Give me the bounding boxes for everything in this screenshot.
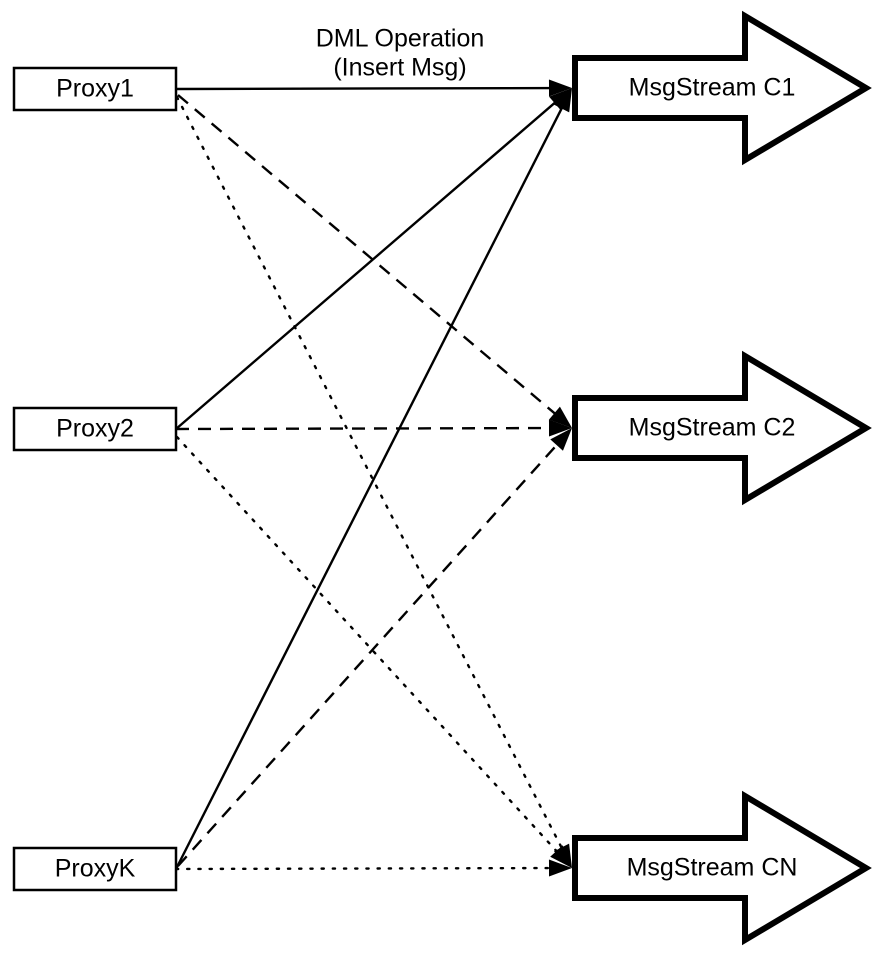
edge-proxy1-to-c2 xyxy=(177,94,560,418)
msgstream-node-stream_c1[interactable]: MsgStream C1 xyxy=(572,10,872,166)
edge-proxyk-to-cn xyxy=(174,866,557,871)
proxy-node-proxy1[interactable]: Proxy1 xyxy=(12,66,178,112)
proxy-label-proxy1: Proxy1 xyxy=(56,75,134,103)
msgstream-arrow-shape-stream_c2[interactable] xyxy=(572,350,872,506)
msgstream-label-stream_cn: MsgStream CN xyxy=(627,854,798,882)
edge-proxyk-to-c2 xyxy=(177,439,562,867)
edge-line-proxyk-to-cn xyxy=(174,866,557,871)
msgstream-arrow-shape-stream_cn[interactable] xyxy=(572,790,872,946)
caption-line-1: DML Operation xyxy=(316,25,485,53)
edges-layer xyxy=(174,86,566,871)
edge-line-proxy2-to-cn xyxy=(175,435,562,857)
edge-arrowhead-proxyk-to-cn xyxy=(548,859,572,877)
edge-line-proxy1-to-c2 xyxy=(177,94,560,418)
msgstream-nodes-layer: MsgStream C1 MsgStream C2 MsgStream CN xyxy=(572,10,872,946)
proxy-label-proxy2: Proxy2 xyxy=(56,415,134,443)
edge-arrowhead-proxy1-to-c1 xyxy=(548,79,572,97)
edge-line-proxy2-to-c2 xyxy=(175,426,556,431)
caption-line-2: (Insert Msg) xyxy=(333,54,466,82)
edge-arrowhead-proxy2-to-cn xyxy=(550,845,572,868)
proxy-node-proxy2[interactable]: Proxy2 xyxy=(12,406,178,452)
edge-proxyk-to-c1 xyxy=(174,102,566,870)
msgstream-node-stream_cn[interactable]: MsgStream CN xyxy=(572,790,872,946)
edge-line-proxy2-to-c1 xyxy=(175,98,560,430)
edge-proxy2-to-cn xyxy=(175,435,562,857)
msgstream-label-stream_c1: MsgStream C1 xyxy=(629,74,796,102)
dml-operation-caption: DML Operation (Insert Msg) xyxy=(316,25,485,82)
edge-proxy2-to-c2 xyxy=(175,426,556,431)
edge-line-proxyk-to-c1 xyxy=(174,102,566,870)
edge-proxy1-to-cn xyxy=(175,95,566,855)
edge-line-proxy1-to-c1 xyxy=(175,86,556,91)
edge-arrowhead-proxyk-to-c1 xyxy=(554,88,572,113)
msgstream-node-stream_c2[interactable]: MsgStream C2 xyxy=(572,350,872,506)
edge-arrowhead-proxyk-to-c2 xyxy=(550,428,572,451)
edge-proxy2-to-c1 xyxy=(175,98,560,430)
msgstream-arrow-shape-stream_c1[interactable] xyxy=(572,10,872,166)
edge-proxy1-to-c1 xyxy=(175,86,556,91)
edge-arrowheads-layer xyxy=(548,79,572,877)
proxy-label-proxyk: ProxyK xyxy=(55,855,136,883)
msgstream-label-stream_c2: MsgStream C2 xyxy=(629,414,796,442)
proxy-box-proxy1[interactable] xyxy=(12,66,178,112)
edge-line-proxyk-to-c2 xyxy=(177,439,562,867)
edge-line-proxy1-to-cn xyxy=(175,95,566,855)
edge-arrowhead-proxy1-to-c2 xyxy=(548,406,572,428)
proxy-node-proxyk[interactable]: ProxyK xyxy=(12,846,178,892)
edge-arrowhead-proxy2-to-c2 xyxy=(548,419,572,437)
proxy-box-proxyk[interactable] xyxy=(12,846,178,892)
proxy-box-proxy2[interactable] xyxy=(12,406,178,452)
